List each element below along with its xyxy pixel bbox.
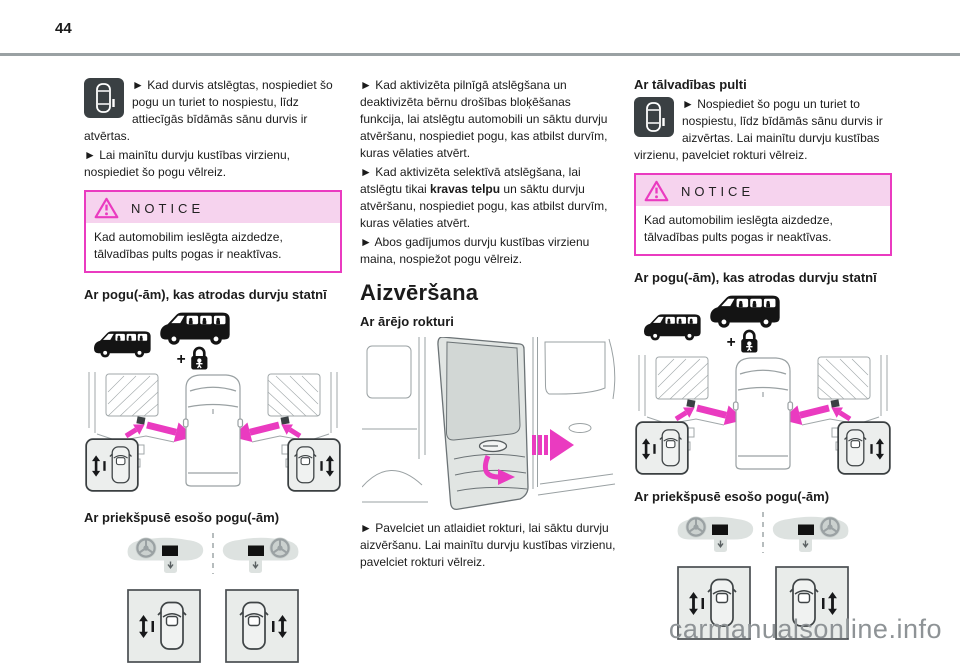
paragraph-remote-close-text: ► Nospiediet šo pogu un turiet to nospie…	[634, 97, 883, 162]
pillar-buttons-illustration	[84, 372, 342, 496]
right-column: Ar tālvadības pulti ► Nospiediet šo pogu…	[634, 77, 892, 640]
paragraph-full-unlock: ► Kad aktivizēta pilnīgā atslēgšana un d…	[360, 78, 608, 160]
paragraph-remote-close: ► Nospiediet šo pogu un turiet to nospie…	[634, 96, 892, 164]
middle-column: ► Kad aktivizēta pilnīgā atslēgšana un d…	[360, 77, 618, 571]
door-closing-illustration	[362, 337, 617, 512]
left-column: ► Kad durvis atslēgtas, nospiediet šo po…	[84, 77, 342, 663]
warning-triangle-icon	[644, 180, 669, 202]
notice-header: NOTICE	[636, 175, 890, 206]
plus-sign: +	[727, 334, 736, 351]
notice-box: NOTICE Kad automobilim ieslēgta aizdedze…	[84, 190, 342, 273]
paragraph-selective-unlock: ► Kad aktivizēta selektīvā atslēgšana, l…	[360, 164, 618, 232]
notice-body: Kad automobilim ieslēgta aizdedze, tālva…	[94, 230, 283, 261]
warning-triangle-icon	[94, 197, 119, 219]
heading-pillar-buttons: Ar pogu(-ām), kas atrodas durvju statnī	[84, 287, 327, 302]
door-button-icon	[84, 78, 124, 118]
notice-title: NOTICE	[681, 183, 755, 199]
heading-outer-handle: Ar ārējo rokturi	[360, 314, 454, 329]
selective-bold: kravas telpu	[430, 182, 501, 196]
paragraph-pull-handle: ► Pavelciet un atlaidiet rokturi, lai sā…	[360, 521, 616, 569]
dashboard-buttons-illustration	[123, 532, 303, 578]
selective-post: un sāktu durvju atvēršanu, nospiediet po…	[360, 182, 608, 230]
plus-sign: +	[177, 351, 186, 368]
paragraph-remote-open-text: ► Kad durvis atslēgtas, nospiediet šo po…	[84, 78, 333, 143]
paragraph-both-cases: ► Abos gadījumos durvju kustības virzien…	[360, 235, 590, 266]
heading-pillar-buttons: Ar pogu(-ām), kas atrodas durvju statnī	[634, 270, 877, 285]
vans-childlock-illustration: +	[643, 295, 780, 353]
dashboard-buttons-illustration	[673, 511, 853, 557]
front-button-panels-illustration	[127, 589, 299, 663]
door-button-icon	[634, 97, 674, 137]
header-rule	[0, 53, 960, 56]
paragraph-remote-open: ► Kad durvis atslēgtas, nospiediet šo po…	[84, 77, 342, 145]
pillar-buttons-illustration	[634, 355, 892, 479]
page-number: 44	[55, 20, 72, 37]
vans-childlock-illustration: +	[93, 312, 230, 370]
notice-box: NOTICE Kad automobilim ieslēgta aizdedze…	[634, 173, 892, 256]
heading-remote-control: Ar tālvadības pulti	[634, 77, 747, 92]
notice-header: NOTICE	[86, 192, 340, 223]
watermark: carmanualsonline.info	[668, 614, 942, 644]
section-title-closing: Aizvēršana	[360, 280, 479, 305]
notice-body: Kad automobilim ieslēgta aizdedze, tālva…	[644, 213, 833, 244]
notice-title: NOTICE	[131, 200, 205, 216]
heading-front-buttons: Ar priekšpusē esošo pogu(-ām)	[634, 489, 830, 504]
paragraph-change-direction: ► Lai mainītu durvju kustības virzienu, …	[84, 148, 290, 179]
selective-pre: ► Kad aktivizēta selektīvā atslēgšana, l…	[360, 165, 581, 196]
heading-front-buttons: Ar priekšpusē esošo pogu(-ām)	[84, 510, 280, 525]
